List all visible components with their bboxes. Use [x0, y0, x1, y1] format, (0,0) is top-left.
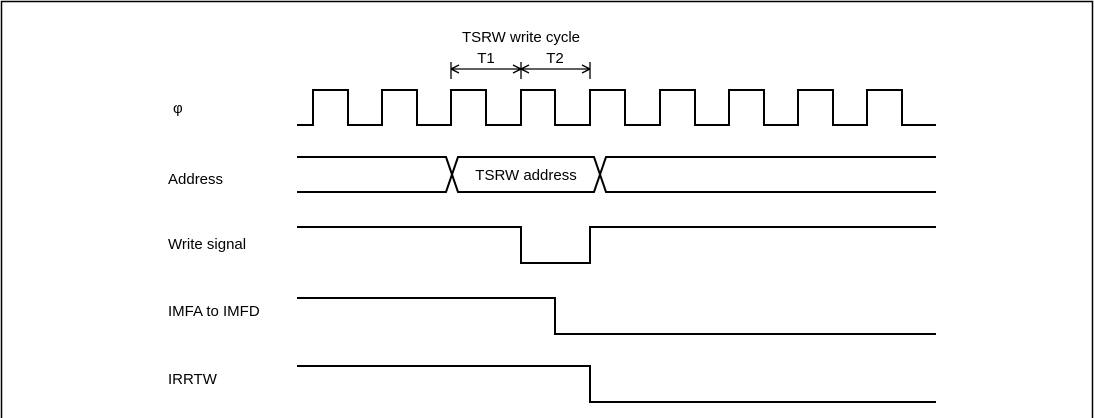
- phi-label: φ: [173, 100, 183, 117]
- address-bus-waveform: [297, 156, 936, 193]
- cycle-bracket: [450, 62, 591, 79]
- t1-label: T1: [477, 50, 495, 67]
- imfa-imfd-label: IMFA to IMFD: [168, 303, 260, 320]
- irrtw-label: IRRTW: [168, 371, 218, 388]
- write-signal-waveform: [297, 226, 936, 264]
- irrtw-waveform: [297, 365, 936, 403]
- write-cycle-title: TSRW write cycle: [462, 29, 580, 46]
- phi-clock-waveform: [297, 89, 936, 126]
- address-label: Address: [168, 171, 223, 188]
- t2-label: T2: [546, 50, 564, 67]
- address-value: TSRW address: [475, 167, 576, 184]
- write-signal-label: Write signal: [168, 236, 246, 253]
- imfa-imfd-waveform: [297, 297, 936, 335]
